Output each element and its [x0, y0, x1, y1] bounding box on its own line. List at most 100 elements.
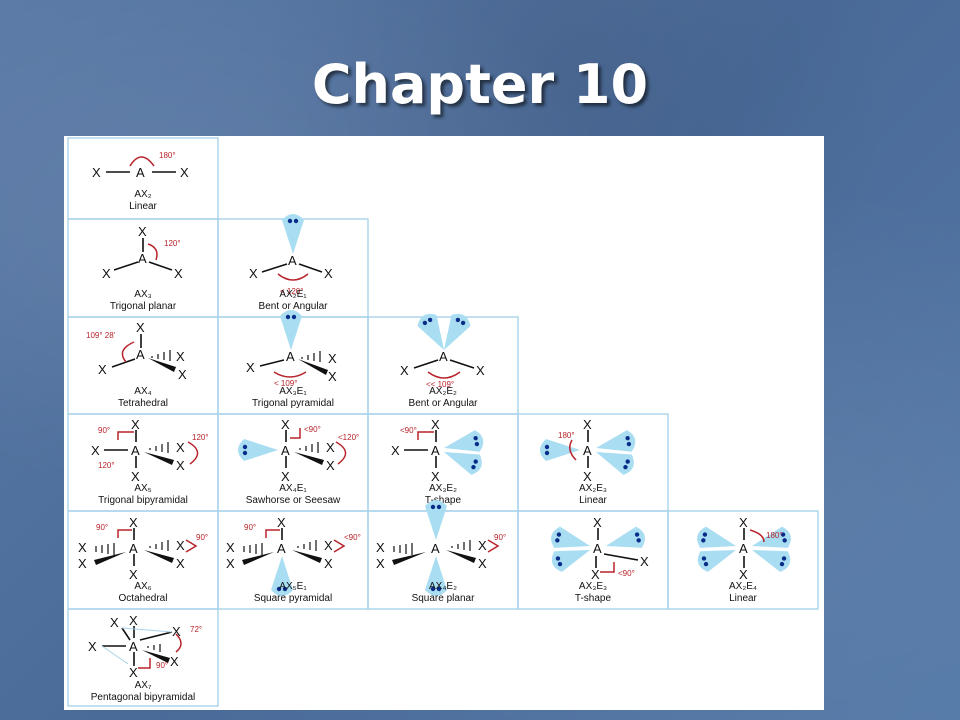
formula-label: AX₄	[134, 386, 151, 397]
cell-ax2e3: X A X 180° AX₂E₃ Linear	[540, 417, 638, 506]
bond-angle-label: 90°	[98, 426, 110, 435]
cell-ax5: X A X X X X 90° 120° 120° AX₅ Trigonal b…	[91, 417, 209, 506]
formula-label: AX₃E₁	[279, 386, 307, 397]
ligand-atom: X	[591, 567, 600, 582]
ligand-atom: X	[226, 556, 235, 571]
formula-label: AX₄E₁	[279, 483, 307, 494]
bond-angle-label: 120°	[192, 433, 209, 442]
cell-ax5e1: X A X X X X 90° <90° AX₅E₁ Square pyrami…	[226, 515, 361, 604]
lone-pair	[238, 439, 278, 461]
formula-label: AX₂	[134, 189, 151, 200]
vsepr-table-panel: X A X 180° AX₂ Linear X A X X 120° AX₃ T…	[64, 136, 824, 710]
ligand-atom: X	[136, 320, 145, 335]
shape-label: T-shape	[575, 593, 612, 604]
ligand-atom: X	[249, 266, 258, 281]
ligand-atom: X	[326, 440, 335, 455]
cell-borders	[67, 137, 819, 707]
bond-angle-label: 120°	[98, 461, 115, 470]
ligand-atom: X	[328, 351, 337, 366]
shape-label: Tetrahedral	[118, 398, 168, 409]
ligand-atom: X	[102, 266, 111, 281]
ligand-atom: X	[176, 556, 185, 571]
bond-angle-label: 180°	[159, 151, 176, 160]
cell-ax2e2: A X X << 109° AX₂E₂ Bent or Angular	[400, 309, 485, 409]
bond-angle-label: <90°	[304, 425, 321, 434]
ligand-atom: X	[431, 469, 440, 484]
ligand-atom: X	[129, 613, 138, 628]
ligand-atom: X	[326, 458, 335, 473]
shape-label: Square pyramidal	[254, 593, 332, 604]
cell-ax4: X A X X X 109° 28' AX₄ Tetrahedral	[86, 320, 187, 409]
shape-label: Linear	[129, 201, 157, 212]
ligand-atom: X	[131, 417, 140, 432]
ligand-atom: X	[391, 443, 400, 458]
bond-angle-label: 90°	[494, 533, 506, 542]
cell-ax2e4: X A X 180° AX₂E₄ Linear	[694, 515, 794, 604]
central-atom: A	[136, 347, 145, 362]
ligand-atom: X	[593, 515, 602, 530]
ligand-atom: X	[129, 567, 138, 582]
bond-angle-label: 90°	[96, 523, 108, 532]
formula-label: AX₃E₂	[429, 483, 457, 494]
cell-ax4e1: X A X X X <90° <120° AX₄E₁ Sawhorse or S…	[238, 417, 359, 506]
ligand-atom: X	[78, 556, 87, 571]
lone-pair	[603, 525, 648, 557]
cell-ax3: X A X X 120° AX₃ Trigonal planar	[102, 224, 183, 312]
ligand-atom: X	[277, 515, 286, 530]
central-atom: A	[431, 443, 440, 458]
shape-label: Bent or Angular	[409, 398, 479, 409]
ligand-atom: X	[170, 654, 179, 669]
ligand-atom: X	[324, 556, 333, 571]
bond-angle-label: 180°	[766, 531, 783, 540]
cell-ax3e1: A X X X < 109° AX₃E₁ Trigonal pyramidal	[246, 310, 337, 409]
shape-label: Trigonal bipyramidal	[98, 495, 188, 506]
central-atom: A	[288, 253, 297, 268]
ligand-atom: X	[91, 443, 100, 458]
ligand-atom: X	[431, 417, 440, 432]
formula-label: AX₂E₂	[429, 386, 457, 397]
central-atom: A	[739, 541, 748, 556]
ligand-atom: X	[400, 363, 409, 378]
ligand-atom: X	[176, 440, 185, 455]
formula-label: AX₆	[134, 581, 151, 592]
ligand-atom: X	[376, 556, 385, 571]
shape-label: Octahedral	[119, 593, 168, 604]
formula-label: AX₃E₃	[579, 581, 607, 592]
bond-angle-label: <90°	[344, 533, 361, 542]
central-atom: A	[583, 443, 592, 458]
cell-ax4e2: A X X X X 90° AX₄E₂ Square planar	[376, 500, 506, 604]
shape-label: Linear	[579, 495, 607, 506]
formula-label: AX₃	[134, 289, 151, 300]
central-atom: A	[131, 443, 140, 458]
central-atom: A	[129, 639, 138, 654]
cell-ax2e1: A X X < 120° AX₂E₁ Bent or Angular	[249, 214, 333, 312]
central-atom: A	[593, 541, 602, 556]
ligand-atom: X	[176, 538, 185, 553]
central-atom: A	[439, 349, 448, 364]
ligand-atom: X	[281, 469, 290, 484]
ligand-atom: X	[583, 417, 592, 432]
shape-label: T-shape	[425, 495, 462, 506]
cell-ax3e3: X A X X <90° AX₃E₃ T-shape	[548, 515, 649, 604]
central-atom: A	[129, 541, 138, 556]
bond-angle-label: 120°	[164, 239, 181, 248]
ligand-atom: X	[739, 567, 748, 582]
bond-angle-label: 90°	[244, 523, 256, 532]
shape-label: Square planar	[412, 593, 475, 604]
formula-label: AX₅E₁	[279, 581, 307, 592]
ligand-atom: X	[640, 554, 649, 569]
central-atom: A	[431, 541, 440, 556]
ligand-atom: X	[172, 624, 181, 639]
bond-angle-label: <90°	[618, 569, 635, 578]
ligand-atom: X	[281, 417, 290, 432]
cell-ax2: X A X 180° AX₂ Linear	[92, 151, 189, 212]
ligand-atom: X	[138, 224, 147, 239]
vsepr-diagram: X A X 180° AX₂ Linear X A X X 120° AX₃ T…	[67, 137, 819, 707]
formula-label: AX₇	[135, 680, 152, 691]
cell-ax6: X A X X X X X 90° 90° AX₆ Octahedral	[78, 515, 208, 604]
ligand-atom: X	[180, 165, 189, 180]
ligand-atom: X	[476, 363, 485, 378]
ligand-atom: X	[98, 362, 107, 377]
bond-angle-label: 72°	[190, 625, 202, 634]
central-atom: A	[138, 251, 147, 266]
